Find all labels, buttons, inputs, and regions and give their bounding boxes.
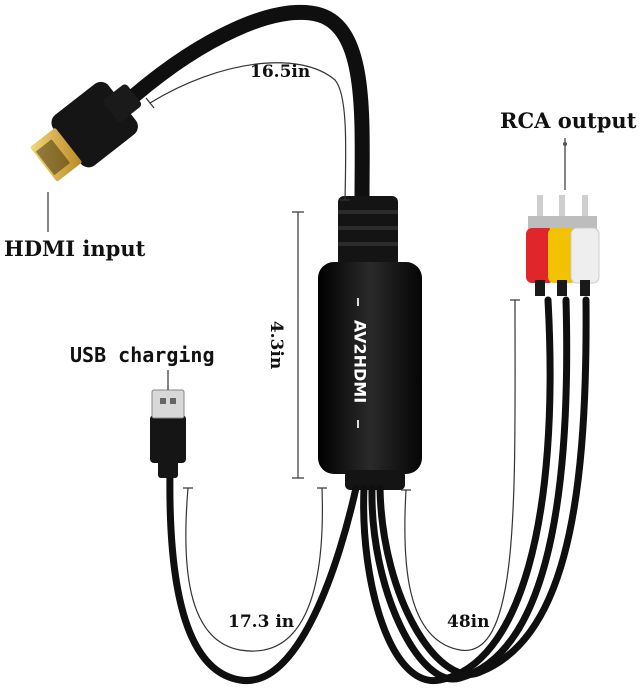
measure-lines <box>47 62 566 652</box>
rca-output-callout: RCA output <box>500 108 637 133</box>
hdmi-connector <box>30 81 142 182</box>
usb-cable-length: 17.3 in <box>228 612 295 632</box>
rca-plug-red <box>526 195 554 296</box>
strain-relief-top <box>338 196 398 268</box>
rca-cable-length: 48in <box>447 612 490 632</box>
strain-relief-bottom <box>345 470 405 490</box>
box-length: 4.3in <box>266 320 287 370</box>
hdmi-cable <box>127 4 370 208</box>
usb-charging-callout: USB charging <box>70 343 215 367</box>
rca-plug-yellow <box>548 195 576 296</box>
hdmi-input-callout: HDMI input <box>4 236 146 261</box>
rca-plug-white <box>570 195 600 296</box>
hdmi-cable-length: 16.5in <box>250 62 311 82</box>
output-cables <box>166 296 590 685</box>
box-label: AV2HDMI <box>350 319 370 404</box>
usb-connector <box>150 389 186 478</box>
converter-box <box>318 262 422 474</box>
